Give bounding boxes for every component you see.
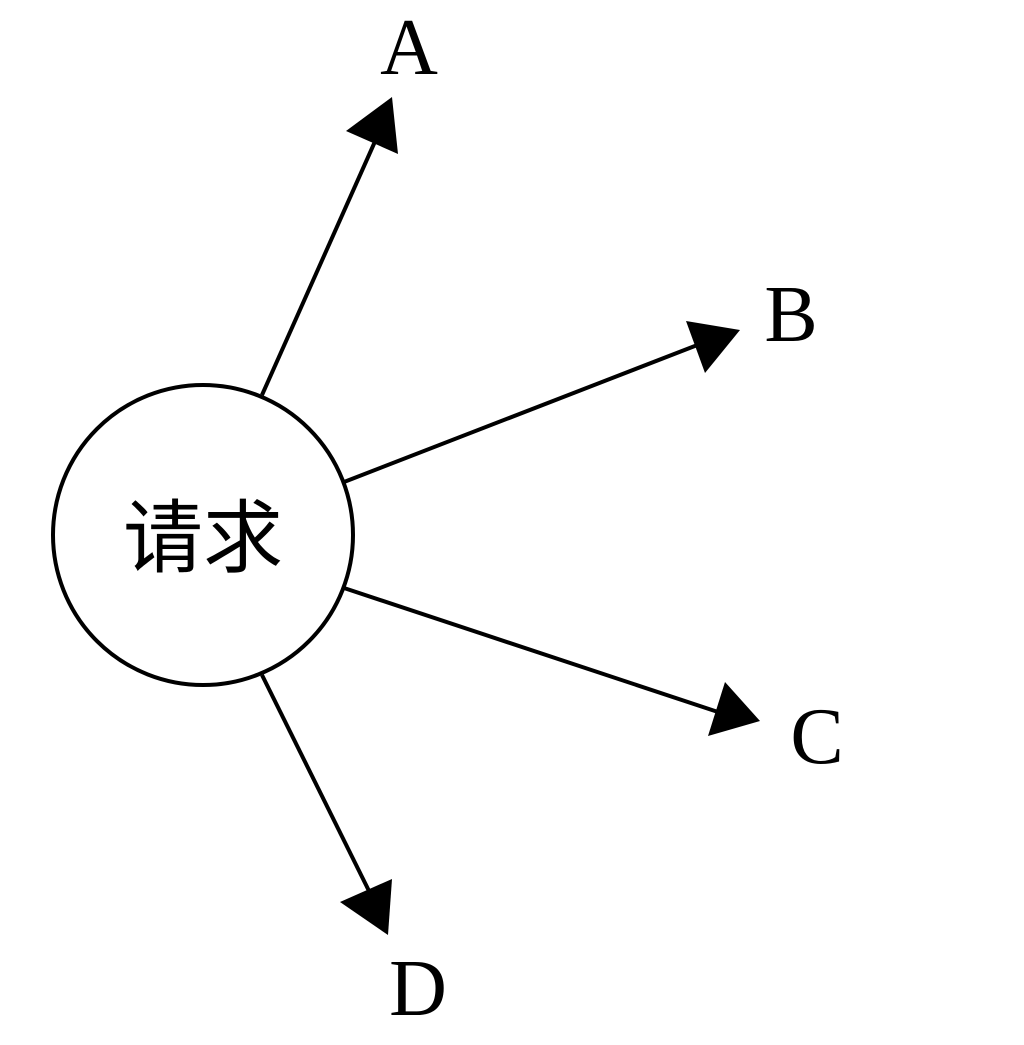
- arrowhead-b: [686, 321, 740, 373]
- arrowhead-d: [340, 879, 392, 935]
- edge-to-a: [260, 97, 398, 396]
- target-label-c: C: [790, 693, 843, 781]
- arrowhead-c: [708, 682, 760, 736]
- target-label-a: A: [380, 4, 438, 92]
- request-node: 请求: [51, 383, 355, 687]
- target-label-d: D: [389, 945, 447, 1033]
- request-node-label: 请求: [123, 492, 283, 585]
- request-node-circle: [51, 383, 355, 687]
- edge-to-b: [343, 321, 740, 484]
- edge-to-d: [260, 674, 392, 935]
- target-label-b: B: [764, 271, 817, 359]
- arrowhead-a: [346, 97, 398, 154]
- edge-to-c: [343, 586, 760, 736]
